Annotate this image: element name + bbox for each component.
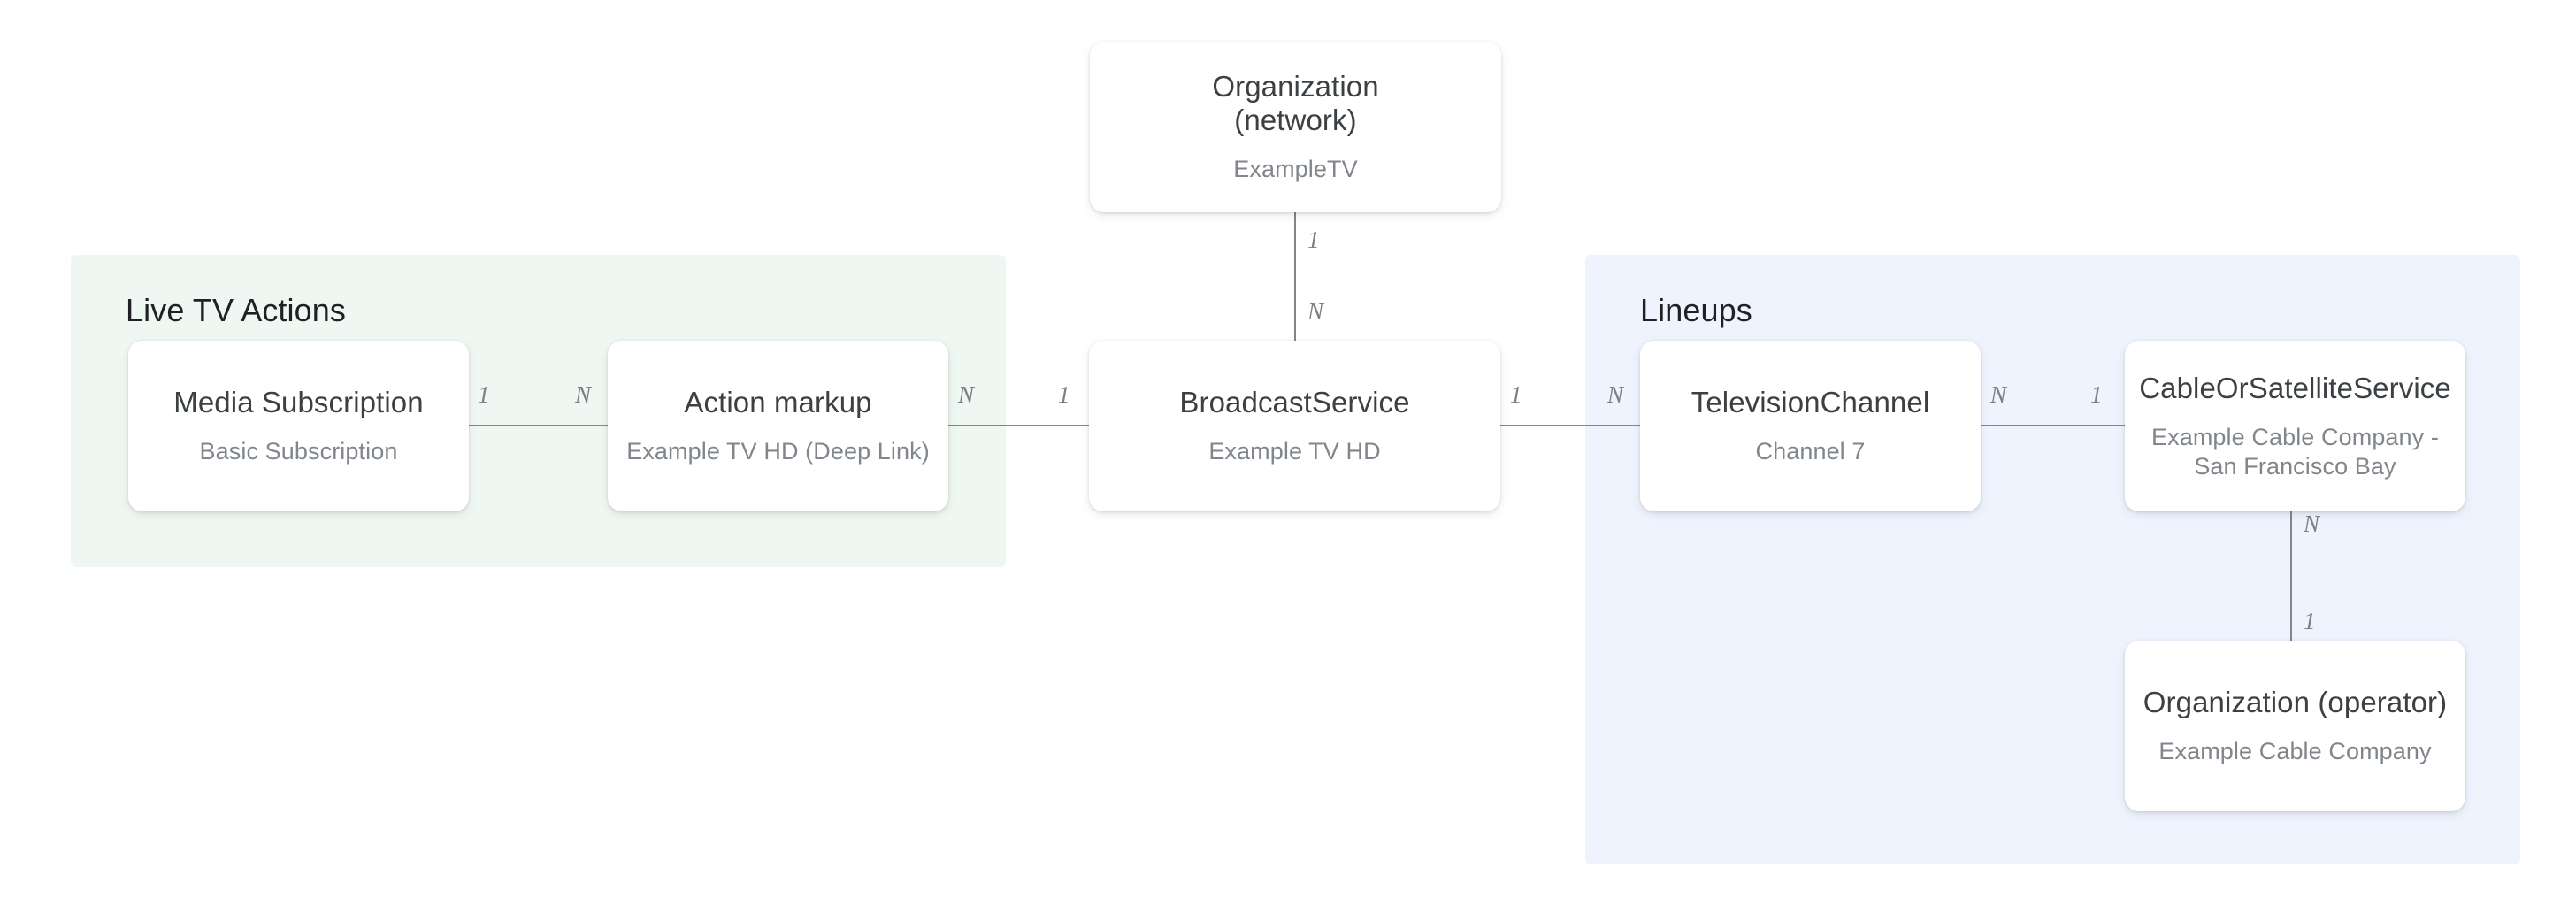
edge-label-television-channel-to-cable-or-satellite-service-to: 1: [2090, 381, 2103, 408]
node-subtitle-cable-or-satellite-service-line1: Example Cable Company -: [2151, 423, 2439, 450]
node-title-organization-network: Organization (network): [1212, 70, 1378, 137]
edge-line-media-subscription-to-action-markup: [467, 425, 608, 426]
node-subtitle-broadcast-service: Example TV HD: [1208, 438, 1381, 465]
edge-label-broadcast-service-to-television-channel-from: 1: [1510, 381, 1522, 408]
edge-label-broadcast-service-to-television-channel-to: N: [1607, 381, 1624, 408]
group-title-live-tv-actions: Live TV Actions: [126, 292, 346, 328]
node-title-media-subscription: Media Subscription: [173, 386, 424, 418]
edge-label-media-subscription-to-action-markup-to: N: [575, 381, 592, 408]
edge-label-cable-or-satellite-service-to-organization-operator-to: 1: [2304, 608, 2316, 634]
node-title-television-channel: TelevisionChannel: [1690, 386, 1930, 418]
node-card-television-channel[interactable]: TelevisionChannel Channel 7: [1640, 341, 1981, 511]
node-card-organization-operator[interactable]: Organization (operator) Example Cable Co…: [2125, 641, 2465, 811]
node-subtitle-media-subscription: Basic Subscription: [199, 438, 398, 465]
node-title-organization-operator: Organization (operator): [2143, 686, 2448, 718]
edge-line-cable-or-satellite-service-to-organization-operator: [2290, 511, 2292, 641]
edge-label-media-subscription-to-action-markup-from: 1: [478, 381, 490, 408]
edge-line-organization-network-to-broadcast-service: [1294, 212, 1296, 342]
node-card-broadcast-service[interactable]: BroadcastService Example TV HD: [1089, 341, 1500, 511]
node-title-organization-network-line2: (network): [1234, 104, 1357, 136]
node-card-media-subscription[interactable]: Media Subscription Basic Subscription: [128, 341, 469, 511]
node-subtitle-television-channel: Channel 7: [1755, 438, 1866, 465]
node-subtitle-cable-or-satellite-service: Example Cable Company - San Francisco Ba…: [2151, 423, 2439, 481]
node-card-action-markup[interactable]: Action markup Example TV HD (Deep Link): [608, 341, 948, 511]
node-title-action-markup: Action markup: [684, 386, 872, 418]
node-title-organization-network-line1: Organization: [1212, 70, 1379, 103]
edge-label-organization-network-to-broadcast-service-to: N: [1307, 298, 1324, 325]
node-card-cable-or-satellite-service[interactable]: CableOrSatelliteService Example Cable Co…: [2125, 341, 2465, 511]
node-subtitle-action-markup: Example TV HD (Deep Link): [626, 438, 930, 465]
node-subtitle-cable-or-satellite-service-line2: San Francisco Bay: [2194, 452, 2396, 480]
edge-line-television-channel-to-cable-or-satellite-service: [1980, 425, 2126, 426]
edge-label-organization-network-to-broadcast-service-from: 1: [1307, 226, 1320, 253]
edge-label-action-markup-to-broadcast-service-to: 1: [1058, 381, 1070, 408]
edge-line-broadcast-service-to-television-channel: [1499, 425, 1640, 426]
group-title-lineups: Lineups: [1640, 292, 1752, 328]
edge-label-cable-or-satellite-service-to-organization-operator-from: N: [2304, 511, 2320, 537]
edge-line-action-markup-to-broadcast-service: [947, 425, 1089, 426]
node-title-cable-or-satellite-service: CableOrSatelliteService: [2139, 371, 2451, 404]
edge-label-action-markup-to-broadcast-service-from: N: [958, 381, 975, 408]
node-title-broadcast-service: BroadcastService: [1179, 386, 1410, 418]
node-subtitle-organization-operator: Example Cable Company: [2158, 738, 2432, 764]
edge-label-television-channel-to-cable-or-satellite-service-from: N: [1990, 381, 2007, 408]
node-card-organization-network[interactable]: Organization (network) ExampleTV: [1090, 42, 1501, 212]
node-subtitle-organization-network: ExampleTV: [1233, 156, 1358, 182]
